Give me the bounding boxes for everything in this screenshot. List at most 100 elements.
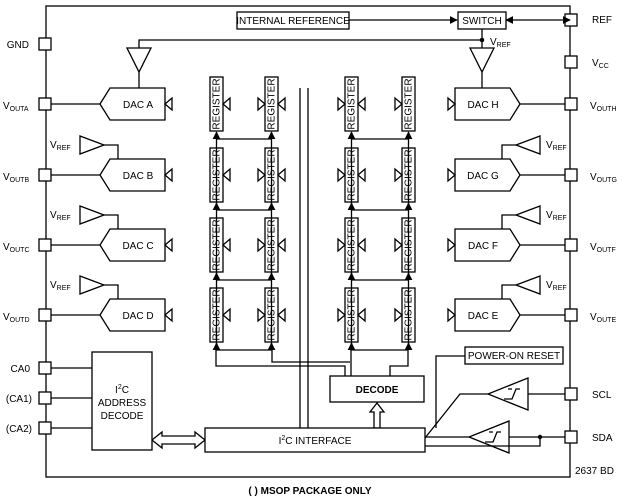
pin-label-ref: REF	[592, 15, 612, 26]
decode-arrow	[368, 401, 386, 429]
doc-code: 2637 BD	[575, 466, 614, 477]
register-label-0-1: REGISTER	[267, 78, 278, 129]
pin-label-voutg: VOUTG	[590, 172, 617, 184]
vref-buffer-left-2	[79, 205, 106, 225]
arrowhead-l-0-1	[222, 96, 231, 112]
vref-label-left-sub-1: REF	[57, 145, 71, 152]
right-pin-2	[564, 97, 578, 111]
sda-out-wire	[425, 437, 541, 447]
pin-label-sda: SDA	[592, 433, 613, 444]
vref-wire-right-3	[501, 284, 516, 299]
por-wire	[435, 355, 465, 428]
arrowhead-1-0	[164, 167, 173, 183]
arrowhead-r-3-1	[257, 307, 266, 323]
dac-left-label-0: DAC A	[123, 100, 153, 111]
power-on-reset-box	[464, 346, 564, 365]
right-pin-7	[564, 430, 578, 444]
vref-label-right-1: VREF	[546, 140, 567, 152]
arrowhead-1-2	[277, 167, 286, 183]
footnote: ( ) MSOP PACKAGE ONLY	[248, 486, 371, 497]
power-on-reset-label: POWER-ON RESET	[468, 351, 560, 362]
address-decode-line3: DECODE	[101, 411, 144, 422]
left-pin-0	[38, 37, 52, 51]
arrowhead-3-3	[337, 307, 346, 323]
sda-node-dot	[537, 434, 543, 440]
internal-reference-label: INTERNAL REFERENCE	[236, 16, 350, 27]
pin-label-voutd: VOUTD	[3, 312, 30, 324]
arrowhead-0-3	[337, 96, 346, 112]
pin-label-voutb: VOUTB	[3, 172, 29, 184]
pin-label-voute: VOUTE	[590, 312, 616, 324]
ref-buffer-h	[468, 47, 496, 74]
decode-feed-left2	[271, 345, 350, 363]
register-label-0-0: REGISTER	[212, 78, 223, 129]
left-pins: GND VOUTA VOUTB VOUTC VOUTD CA0 (CA1) (C…	[3, 40, 32, 435]
right-pin-3	[564, 168, 578, 182]
pin-label-ca0: CA0	[11, 364, 31, 375]
vref-buffer-right-2	[514, 205, 541, 225]
pin-label-vouth: VOUTH	[590, 101, 617, 113]
left-pin-2	[38, 168, 52, 182]
arrowhead-r-1-1	[257, 167, 266, 183]
arrowhead-r-0-1	[257, 96, 266, 112]
pin-label-scl: SCL	[592, 390, 612, 401]
i2c-interface-box	[204, 427, 426, 453]
dac-right-2	[454, 228, 521, 262]
vref-label-right-sub-2: REF	[553, 215, 567, 222]
right-pin-4	[564, 238, 578, 252]
sda-schmitt-symbol	[485, 431, 501, 443]
dac-left-label-2: DAC C	[122, 241, 153, 252]
decode-feed-left	[215, 345, 346, 376]
ref-buffer-a	[125, 47, 153, 74]
scl-to-interface	[424, 393, 488, 439]
i2c-address-decode-box	[91, 351, 153, 451]
vref-top-label: VREF	[490, 37, 511, 49]
arrowhead-0-2	[277, 96, 286, 112]
right-pins: REF VCC VOUTH VOUTG VOUTF VOUTE SCL SDA	[590, 15, 617, 444]
pin-label-vouta: VOUTA	[3, 101, 29, 113]
dac-right-3	[454, 298, 521, 332]
vref-label-left-3: VREF	[50, 280, 71, 292]
dac-left-label-3: DAC D	[122, 311, 153, 322]
dac-right-label-3: DAC E	[468, 311, 499, 322]
arrowhead-r-3-4	[394, 307, 403, 323]
left-pin-7	[38, 421, 52, 435]
decode-feed-right	[389, 345, 409, 376]
arrowhead-l-2-4	[357, 237, 366, 253]
dac-left-label-1: DAC B	[123, 171, 154, 182]
pin-label-ca2: (CA2)	[6, 424, 32, 435]
vref-wire-right-2	[501, 214, 516, 229]
address-decode-line2: ADDRESS	[98, 398, 147, 409]
pin-label-ca1: (CA1)	[6, 394, 32, 405]
vref-label-left-1: VREF	[50, 140, 71, 152]
arrowhead-r-1-4	[394, 167, 403, 183]
arrowhead-1-5	[447, 167, 456, 183]
left-pin-3	[38, 238, 52, 252]
dac-right-label-0: DAC H	[467, 100, 498, 111]
pin-label-gnd: GND	[7, 40, 29, 51]
arrowhead-2-0	[164, 237, 173, 253]
pin-label-voutf: VOUTF	[590, 242, 616, 254]
pin-label-vcc: VCC	[592, 58, 609, 70]
dac-right-label-2: DAC F	[468, 241, 498, 252]
vref-label-left-2: VREF	[50, 210, 71, 222]
dac-right-label-1: DAC G	[467, 171, 499, 182]
switch-label: SWITCH	[462, 16, 501, 27]
vref-buffer-left-3	[79, 275, 106, 295]
vref-buffer-left-1	[79, 135, 106, 155]
decode-label: DECODE	[356, 385, 399, 396]
scl-schmitt-symbol	[504, 388, 520, 400]
sda-schmitt	[467, 420, 510, 454]
i2c-interface-label: I2C INTERFACE	[279, 435, 352, 447]
arrowhead-l-3-4	[357, 307, 366, 323]
arrowhead-r-2-1	[257, 237, 266, 253]
address-decode-line1: I2C	[115, 384, 129, 396]
pin-label-voutc: VOUTC	[3, 242, 30, 254]
left-pin-6	[38, 391, 52, 405]
dac-right-0	[454, 87, 521, 121]
left-pin-1	[38, 97, 52, 111]
arrowhead-2-5	[447, 237, 456, 253]
vref-wire-left-2	[104, 214, 119, 229]
arrowhead-2-2	[277, 237, 286, 253]
right-pin-1	[564, 55, 578, 69]
